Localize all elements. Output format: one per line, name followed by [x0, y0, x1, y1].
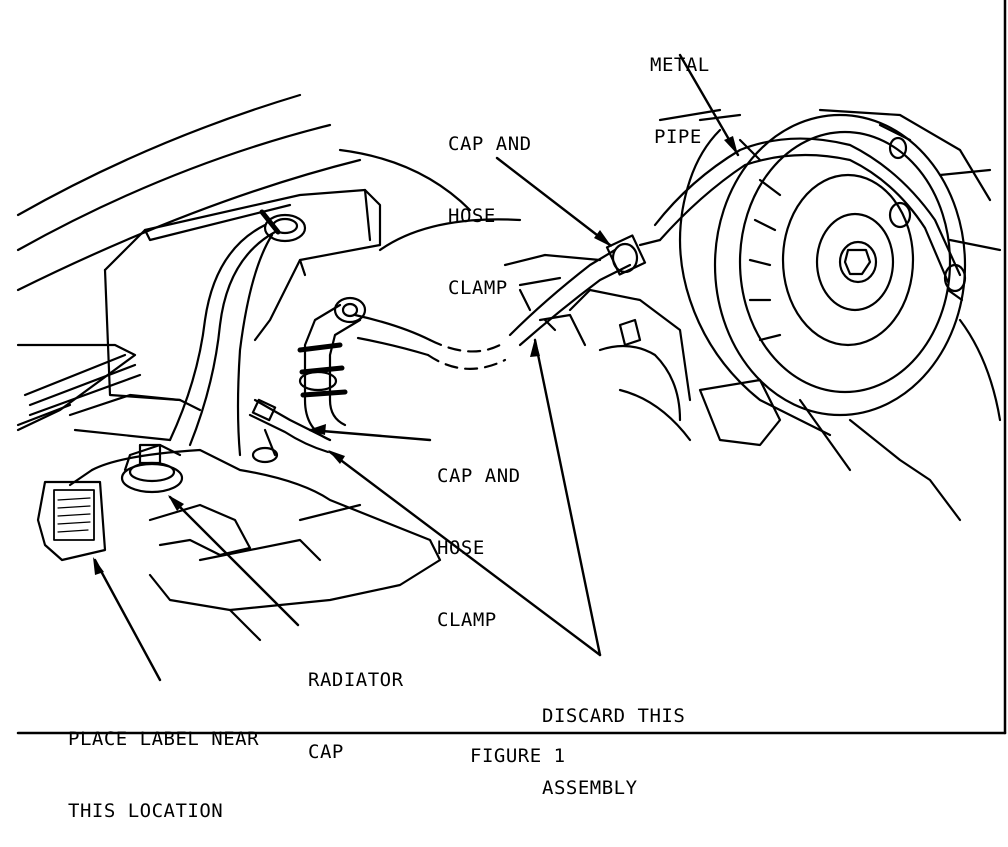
- reservoir-hoses: [168, 209, 281, 457]
- leader-discard-right: [533, 338, 602, 657]
- arrowhead-discard-right: [530, 338, 540, 357]
- label-radiator-cap-line2: CAP: [308, 741, 344, 763]
- bypass-hose: [353, 313, 507, 370]
- label-cap-upper-line3: CLAMP: [448, 277, 508, 299]
- radiator-support: [68, 448, 442, 642]
- engine-bay-drawing: [16, 0, 1007, 735]
- hood-lines: [16, 93, 522, 292]
- leader-place-label: [93, 558, 162, 682]
- leader-radiator-cap: [168, 495, 300, 627]
- label-cap-lower-line3: CLAMP: [437, 609, 497, 631]
- label-plate: [36, 480, 107, 562]
- label-metal-pipe-line1: METAL: [650, 54, 710, 76]
- metal-pipe-shape: [653, 137, 967, 302]
- label-place-line2: THIS LOCATION: [68, 800, 224, 822]
- leader-cap-hose-clamp-upper: [495, 156, 612, 247]
- lower-cap-clamp: [248, 398, 332, 464]
- pump-hose: [508, 234, 662, 347]
- engine-block: [503, 253, 692, 442]
- arrowhead-discard-left: [328, 450, 345, 464]
- leader-cap-hose-clamp-lower: [308, 428, 432, 442]
- radiator-core: [16, 343, 202, 442]
- arrowhead-cap-lower: [308, 424, 326, 435]
- figure-caption: FIGURE 1: [470, 745, 566, 767]
- label-discard-line1: DISCARD THIS: [542, 705, 686, 727]
- label-cap-upper-line2: HOSE: [448, 205, 496, 227]
- arrowhead-metal-pipe: [724, 136, 738, 155]
- pump-housing: [658, 108, 1002, 522]
- elbow-hose-assembly: [297, 296, 367, 442]
- arrowhead-cap-upper: [594, 230, 612, 247]
- label-cap-hose-clamp-upper: CAP AND HOSE CLAMP: [448, 84, 532, 324]
- label-cap-lower-line1: CAP AND: [437, 465, 521, 487]
- leader-discard-left: [328, 450, 602, 657]
- arrow-heads: [93, 136, 738, 575]
- label-place-line1: PLACE LABEL NEAR: [68, 728, 260, 750]
- leader-lines: [93, 53, 740, 682]
- label-cap-hose-clamp-lower: CAP AND HOSE CLAMP: [437, 416, 521, 656]
- figure-canvas: METAL PIPE CAP AND HOSE CLAMP CAP AND HO…: [16, 0, 1007, 822]
- label-radiator-cap-line1: RADIATOR: [308, 669, 404, 691]
- radiator-cap-shape: [120, 443, 184, 494]
- label-place-label: PLACE LABEL NEAR THIS LOCATION: [68, 679, 259, 847]
- label-radiator-cap: RADIATOR CAP: [308, 620, 404, 788]
- label-cap-upper-line1: CAP AND: [448, 133, 532, 155]
- label-metal-pipe: METAL PIPE: [650, 5, 710, 173]
- label-discard-line2: ASSEMBLY: [542, 777, 638, 799]
- arrowhead-radiator-cap: [168, 495, 184, 511]
- arrowhead-place-label: [93, 557, 104, 575]
- label-cap-lower-line2: HOSE: [437, 537, 485, 559]
- water-pump-pulley: [713, 113, 967, 417]
- label-metal-pipe-line2: PIPE: [654, 126, 702, 148]
- label-discard-assembly: DISCARD THIS ASSEMBLY: [542, 656, 685, 824]
